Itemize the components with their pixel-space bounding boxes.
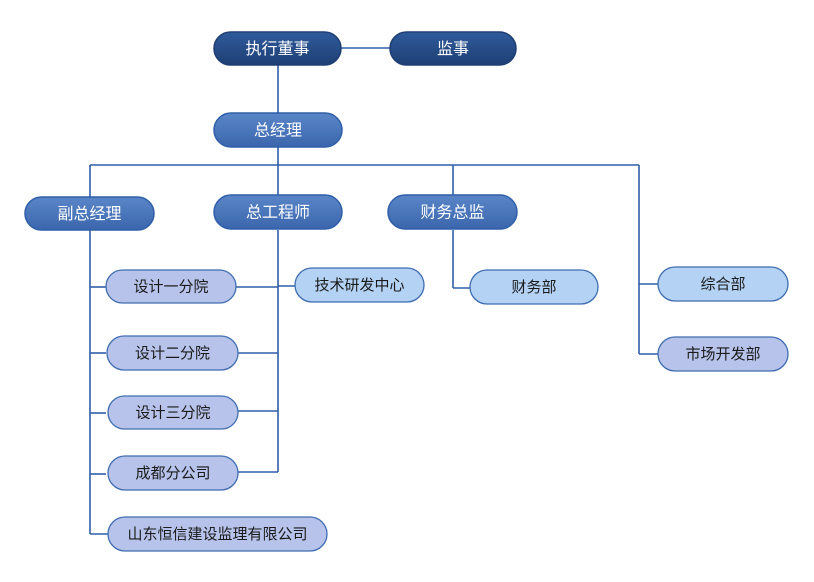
node-executive-director-label: 执行董事	[245, 39, 309, 58]
node-finance-department: 财务部	[469, 269, 599, 305]
node-general-manager-label: 总经理	[254, 121, 302, 140]
node-finance-director-label: 财务总监	[420, 203, 484, 222]
node-general-department-label: 综合部	[700, 275, 745, 293]
node-design-branch-1: 设计一分院	[105, 269, 237, 304]
node-shandong-hengxin-label: 山东恒信建设监理有限公司	[127, 525, 307, 543]
node-general-manager: 总经理	[213, 112, 343, 148]
node-deputy-general-manager-label: 副总经理	[57, 204, 121, 223]
connector-lines	[89, 47, 658, 535]
node-chief-engineer-label: 总工程师	[246, 203, 310, 222]
node-chief-engineer: 总工程师	[213, 194, 343, 230]
node-market-development-department: 市场开发部	[657, 336, 789, 372]
node-general-department: 综合部	[657, 266, 789, 302]
node-design-branch-3: 设计三分院	[107, 395, 239, 430]
node-supervisor: 监事	[389, 31, 517, 66]
node-design-branch-1-label: 设计一分院	[133, 278, 208, 296]
node-executive-director: 执行董事	[213, 31, 342, 66]
node-tech-rd-center: 技术研发中心	[294, 267, 425, 303]
node-shandong-hengxin: 山东恒信建设监理有限公司	[107, 516, 328, 552]
node-finance-director: 财务总监	[387, 194, 518, 230]
node-design-branch-2-label: 设计二分院	[135, 344, 210, 362]
node-chengdu-branch: 成都分公司	[107, 455, 239, 491]
node-market-development-department-label: 市场开发部	[685, 345, 760, 363]
node-chengdu-branch-label: 成都分公司	[135, 464, 210, 482]
node-deputy-general-manager: 副总经理	[24, 196, 155, 231]
department-nodes: 设计一分院 设计二分院 设计三分院 成都分公司 山东恒信建设监理有限公司 技术研…	[105, 266, 789, 552]
node-design-branch-2: 设计二分院	[106, 335, 239, 371]
node-supervisor-label: 监事	[437, 39, 469, 58]
leadership-nodes: 执行董事 监事 总经理 副总经理 总工程师 财务总监	[24, 31, 518, 231]
node-finance-department-label: 财务部	[511, 278, 556, 296]
node-design-branch-3-label: 设计三分院	[135, 404, 210, 422]
node-tech-rd-center-label: 技术研发中心	[314, 276, 404, 294]
